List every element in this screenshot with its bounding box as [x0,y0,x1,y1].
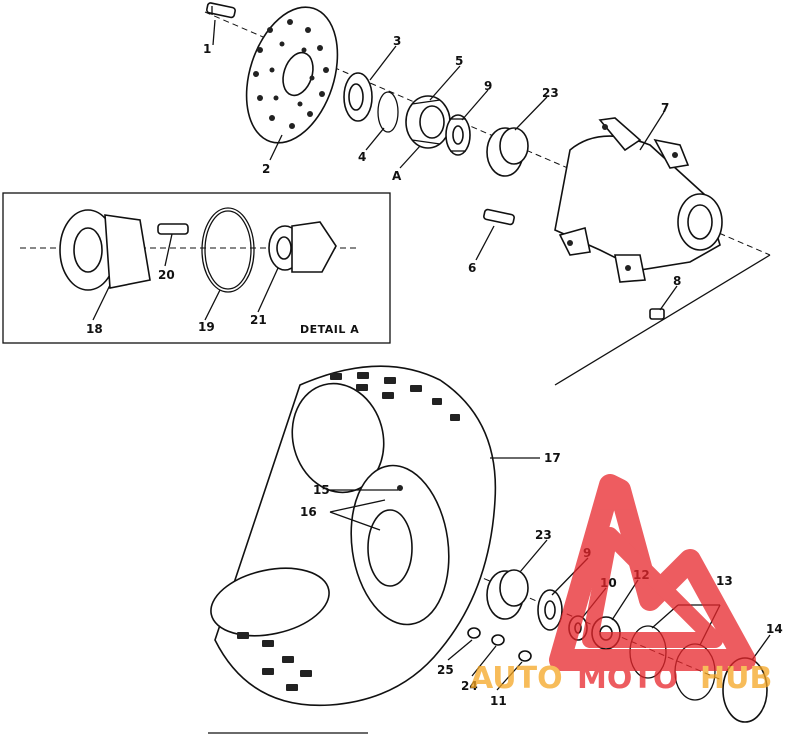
callout-4: 4 [358,150,366,164]
automotohub-watermark: AUTO MOTO HUB [470,474,772,696]
callout-A: A [392,169,402,183]
snap-ring-part-4 [377,91,399,133]
pin-part-20 [157,223,189,235]
hub-body-part-18 [59,209,151,291]
bolt-part-1 [206,2,236,19]
hub-housing-part-7 [554,117,723,283]
hub-assembly-part-5 [405,95,451,149]
watermark-word-moto: MOTO [577,661,678,696]
callout-11: 11 [490,694,507,708]
callout-6: 6 [468,261,476,275]
callout-7: 7 [661,101,669,115]
clutch-part-21 [268,221,337,273]
callout-16: 16 [300,505,317,519]
seal-part-3 [343,72,373,122]
valve-part-15 [397,485,403,491]
callout-23-lower: 23 [535,528,552,542]
callout-2: 2 [262,162,270,176]
bearing-race-part-23-lower [486,569,529,620]
callout-18: 18 [86,322,103,336]
bearing-race-part-23-upper [486,127,529,177]
brake-disc-part-2 [245,6,339,144]
callout-25: 25 [437,663,454,677]
callout-15: 15 [313,483,330,497]
callout-23-upper: 23 [542,86,559,100]
callout-5: 5 [455,54,463,68]
stud-part-8 [649,308,665,320]
callout-9-upper: 9 [484,79,492,93]
callout-14: 14 [766,622,783,636]
callout-3: 3 [393,34,401,48]
callout-24: 24 [461,679,478,693]
detail-a-caption: DETAIL A [300,323,359,336]
callout-13: 13 [716,574,733,588]
callout-21: 21 [250,313,267,327]
nut-part-11 [518,650,532,662]
washer-part-25 [467,627,481,639]
o-ring-part-19 [201,207,255,293]
callout-17: 17 [544,451,561,465]
washer-part-24 [491,634,505,646]
bolt-part-6 [483,208,515,226]
reference-line [554,254,771,386]
callout-8: 8 [673,274,681,288]
callout-19: 19 [198,320,215,334]
tire-part-17 [210,365,497,707]
bearing-part-9-upper [445,114,471,156]
bearing-part-9-lower [537,589,563,631]
watermark-word-auto: AUTO [470,661,563,696]
watermark-word-hub: HUB [700,661,772,696]
callout-20: 20 [158,268,175,282]
detail-a-frame [2,192,391,344]
callout-1: 1 [203,42,211,56]
